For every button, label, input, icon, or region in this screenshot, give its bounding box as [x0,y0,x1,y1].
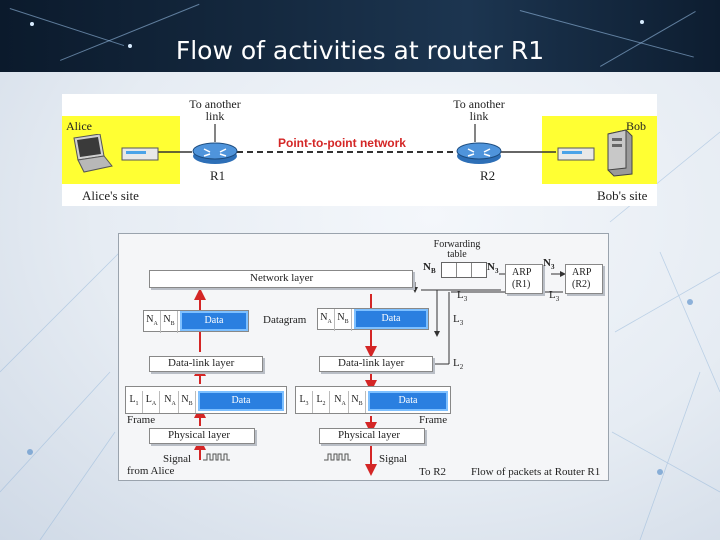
alice-label: Alice [66,119,92,133]
l3-label-b: L3 [549,289,560,304]
datagram-na: NA [144,311,161,333]
switch-icon [121,147,159,161]
title-bar: Flow of activities at router R1 [0,0,720,72]
alice-site-caption: Alice's site [82,188,139,203]
datagram-nb: NB [161,311,178,333]
from-alice-label: from Alice [127,465,175,477]
datagram-na: NA [318,309,335,331]
forwarding-n3-label: N3 [487,261,499,276]
background-network-decoration [0,131,720,540]
frame-left: L1 LA NA NB Data [125,386,287,414]
frame-right-label: Frame [419,414,448,426]
bob-label: Bob [626,119,647,133]
frame-l1: L1 [126,391,143,413]
forwarding-table-label: Forwarding table [433,239,481,260]
l2-label: L2 [453,357,464,372]
point-to-point-network-label: Point-to-point network [278,136,406,150]
frame-l3: L3 [296,391,313,413]
network-layer-box: Network layer [149,270,413,288]
datagram-right: NA NB Data [317,308,429,331]
switch-icon [557,147,595,161]
to-another-link-left: To another link [189,97,241,123]
frame-data: Data [368,391,448,411]
physical-layer-left-label: Physical layer [168,429,231,441]
frame-na: NA [162,391,179,413]
forwarding-nb-label: NB [423,261,436,276]
datalink-layer-left-label: Data-link layer [168,357,235,369]
datagram-nb: NB [335,309,352,331]
arp-r1-box: ARP (R1) [505,264,543,294]
frame-nb: NB [349,391,366,413]
forwarding-table [441,262,487,278]
physical-layer-right-box: Physical layer [319,428,425,444]
router-flow-diagram: Forwarding table NB N3 ARP (R1) ARP (R2)… [118,233,609,481]
arp-r1-label: ARP (R1) [512,267,532,290]
network-node [128,44,132,48]
datagram-data: Data [354,309,428,329]
network-layer-label: Network layer [250,272,314,284]
router-r2-icon [456,142,502,164]
arp-r2-label: ARP (R2) [572,267,592,290]
router-r1-icon [192,142,238,164]
arp-n3-label: N3 [543,257,555,272]
frame-data: Data [198,391,284,411]
to-r2-label: To R2 [419,466,447,478]
bob-site-caption: Bob's site [597,188,648,203]
frame-la: LA [143,391,160,413]
frame-nb: NB [179,391,196,413]
r1-label: R1 [210,168,226,183]
laptop-icon [73,134,113,173]
datalink-layer-left-box: Data-link layer [149,356,263,372]
to-another-link-right: To another link [453,97,505,123]
frame-right: L3 L2 NA NB Data [295,386,451,414]
l3-label-c: L3 [453,313,464,328]
signal-left-label: Signal [163,453,192,465]
datalink-layer-right-label: Data-link layer [338,357,405,369]
datalink-layer-right-box: Data-link layer [319,356,433,372]
page-title: Flow of activities at router R1 [175,36,545,65]
frame-left-label: Frame [127,414,156,426]
frame-l2: L2 [313,391,330,413]
arp-r2-box: ARP (R2) [565,264,603,294]
diagram-caption: Flow of packets at Router R1 [471,466,601,478]
frame-na: NA [332,391,349,413]
l3-label-a: L3 [457,289,468,304]
network-node [640,20,644,24]
r2-label: R2 [480,168,496,183]
datagram-left: NA NB Data [143,310,249,333]
server-icon [607,129,633,177]
datagram-label: Datagram [263,314,307,326]
physical-layer-left-box: Physical layer [149,428,255,444]
signal-right-label: Signal [379,453,408,465]
datagram-data: Data [180,311,248,331]
network-node [30,22,34,26]
physical-layer-right-label: Physical layer [338,429,401,441]
network-overview-diagram: Alice Bob Alice's site Bob's site To ano… [62,94,657,206]
